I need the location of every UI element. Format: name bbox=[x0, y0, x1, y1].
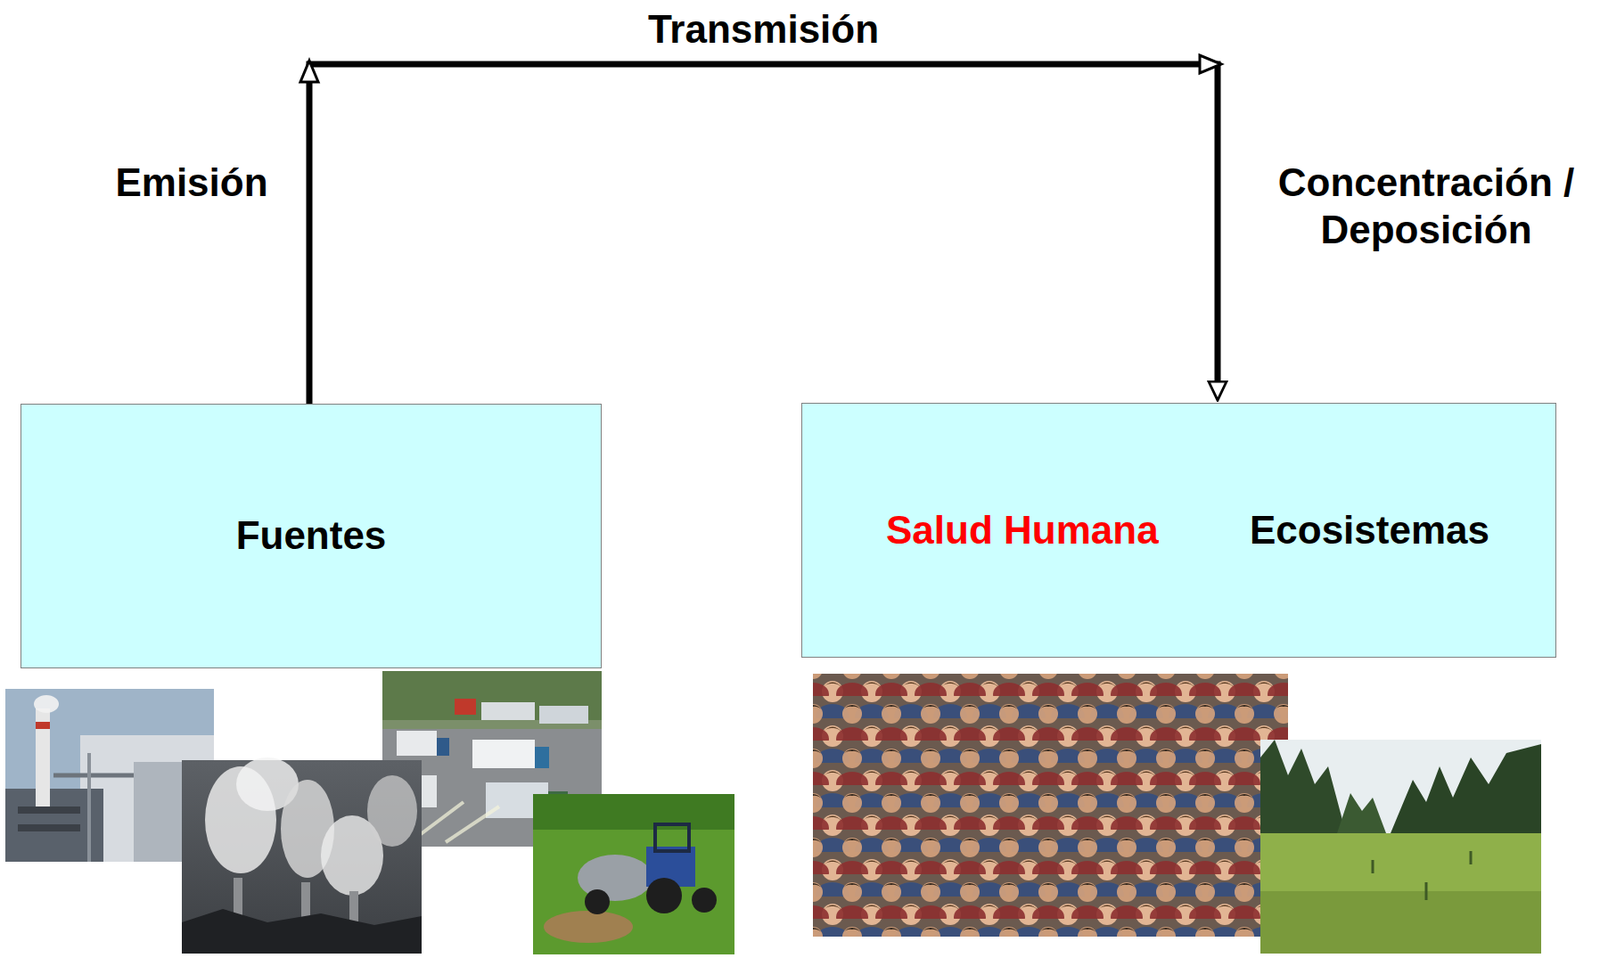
meadow-photo bbox=[1260, 739, 1542, 954]
smoke-photo-part bbox=[181, 760, 422, 954]
edge-label: Transmisión bbox=[585, 6, 943, 54]
meadow-photo-part bbox=[1260, 891, 1542, 954]
flow-label: Concentración / Deposición bbox=[1256, 159, 1596, 255]
process-box: Salud Humana Ecosistemas bbox=[801, 402, 1557, 658]
traffic-photo-part bbox=[534, 746, 550, 769]
tractor-photo-part bbox=[646, 877, 682, 914]
factory-photo-part bbox=[87, 753, 91, 862]
traffic-photo-part bbox=[436, 738, 450, 756]
tractor-photo bbox=[533, 794, 735, 955]
traffic-photo-part bbox=[396, 730, 437, 756]
traffic-photo-part bbox=[410, 802, 500, 843]
smoke-photo-part bbox=[181, 909, 422, 954]
tractor-photo-part bbox=[655, 824, 690, 852]
meadow-photo-part bbox=[1372, 851, 1471, 901]
factory-photo-part bbox=[35, 708, 50, 807]
crowd-photo-part bbox=[812, 673, 1289, 937]
meadow-photo-part bbox=[1260, 739, 1346, 834]
factory-photo-part bbox=[53, 773, 134, 779]
tractor-photo-part bbox=[543, 910, 633, 944]
factory-photo-part bbox=[17, 824, 81, 832]
meadow-photo-part bbox=[1390, 744, 1542, 834]
crowd-photo-part bbox=[812, 673, 1289, 937]
tractor-photo-part bbox=[533, 794, 735, 830]
meadow-photo-part bbox=[1260, 833, 1542, 954]
box-label: Fuentes bbox=[236, 513, 387, 559]
crowd-photo-part bbox=[812, 673, 1289, 937]
process-box: Fuentes bbox=[20, 403, 602, 669]
factory-photo-part bbox=[35, 722, 50, 730]
traffic-photo-part bbox=[454, 698, 476, 715]
crowd-photo bbox=[812, 673, 1289, 937]
tractor-photo-part bbox=[584, 889, 610, 915]
tractor-photo-part bbox=[691, 887, 717, 913]
factory-photo-part bbox=[33, 695, 59, 714]
traffic-photo-part bbox=[481, 702, 535, 721]
smoke-photo-part bbox=[349, 891, 359, 923]
connector-arrow bbox=[309, 64, 1218, 404]
corner-arrowhead bbox=[300, 60, 319, 83]
flow-label: Emisión bbox=[84, 159, 299, 207]
box-label: Ecosistemas bbox=[1249, 508, 1490, 554]
meadow-photo-part bbox=[1337, 793, 1387, 834]
box-label: Salud Humana bbox=[886, 508, 1159, 554]
tractor-photo-part bbox=[533, 794, 735, 955]
smoke-photo-part bbox=[367, 775, 418, 847]
corner-arrowhead bbox=[1199, 55, 1222, 74]
factory-photo-part bbox=[17, 806, 81, 814]
traffic-photo-part bbox=[539, 705, 589, 724]
meadow-photo-part bbox=[1260, 739, 1542, 954]
traffic-photo-part bbox=[472, 739, 535, 769]
smoke-photo bbox=[181, 757, 422, 954]
